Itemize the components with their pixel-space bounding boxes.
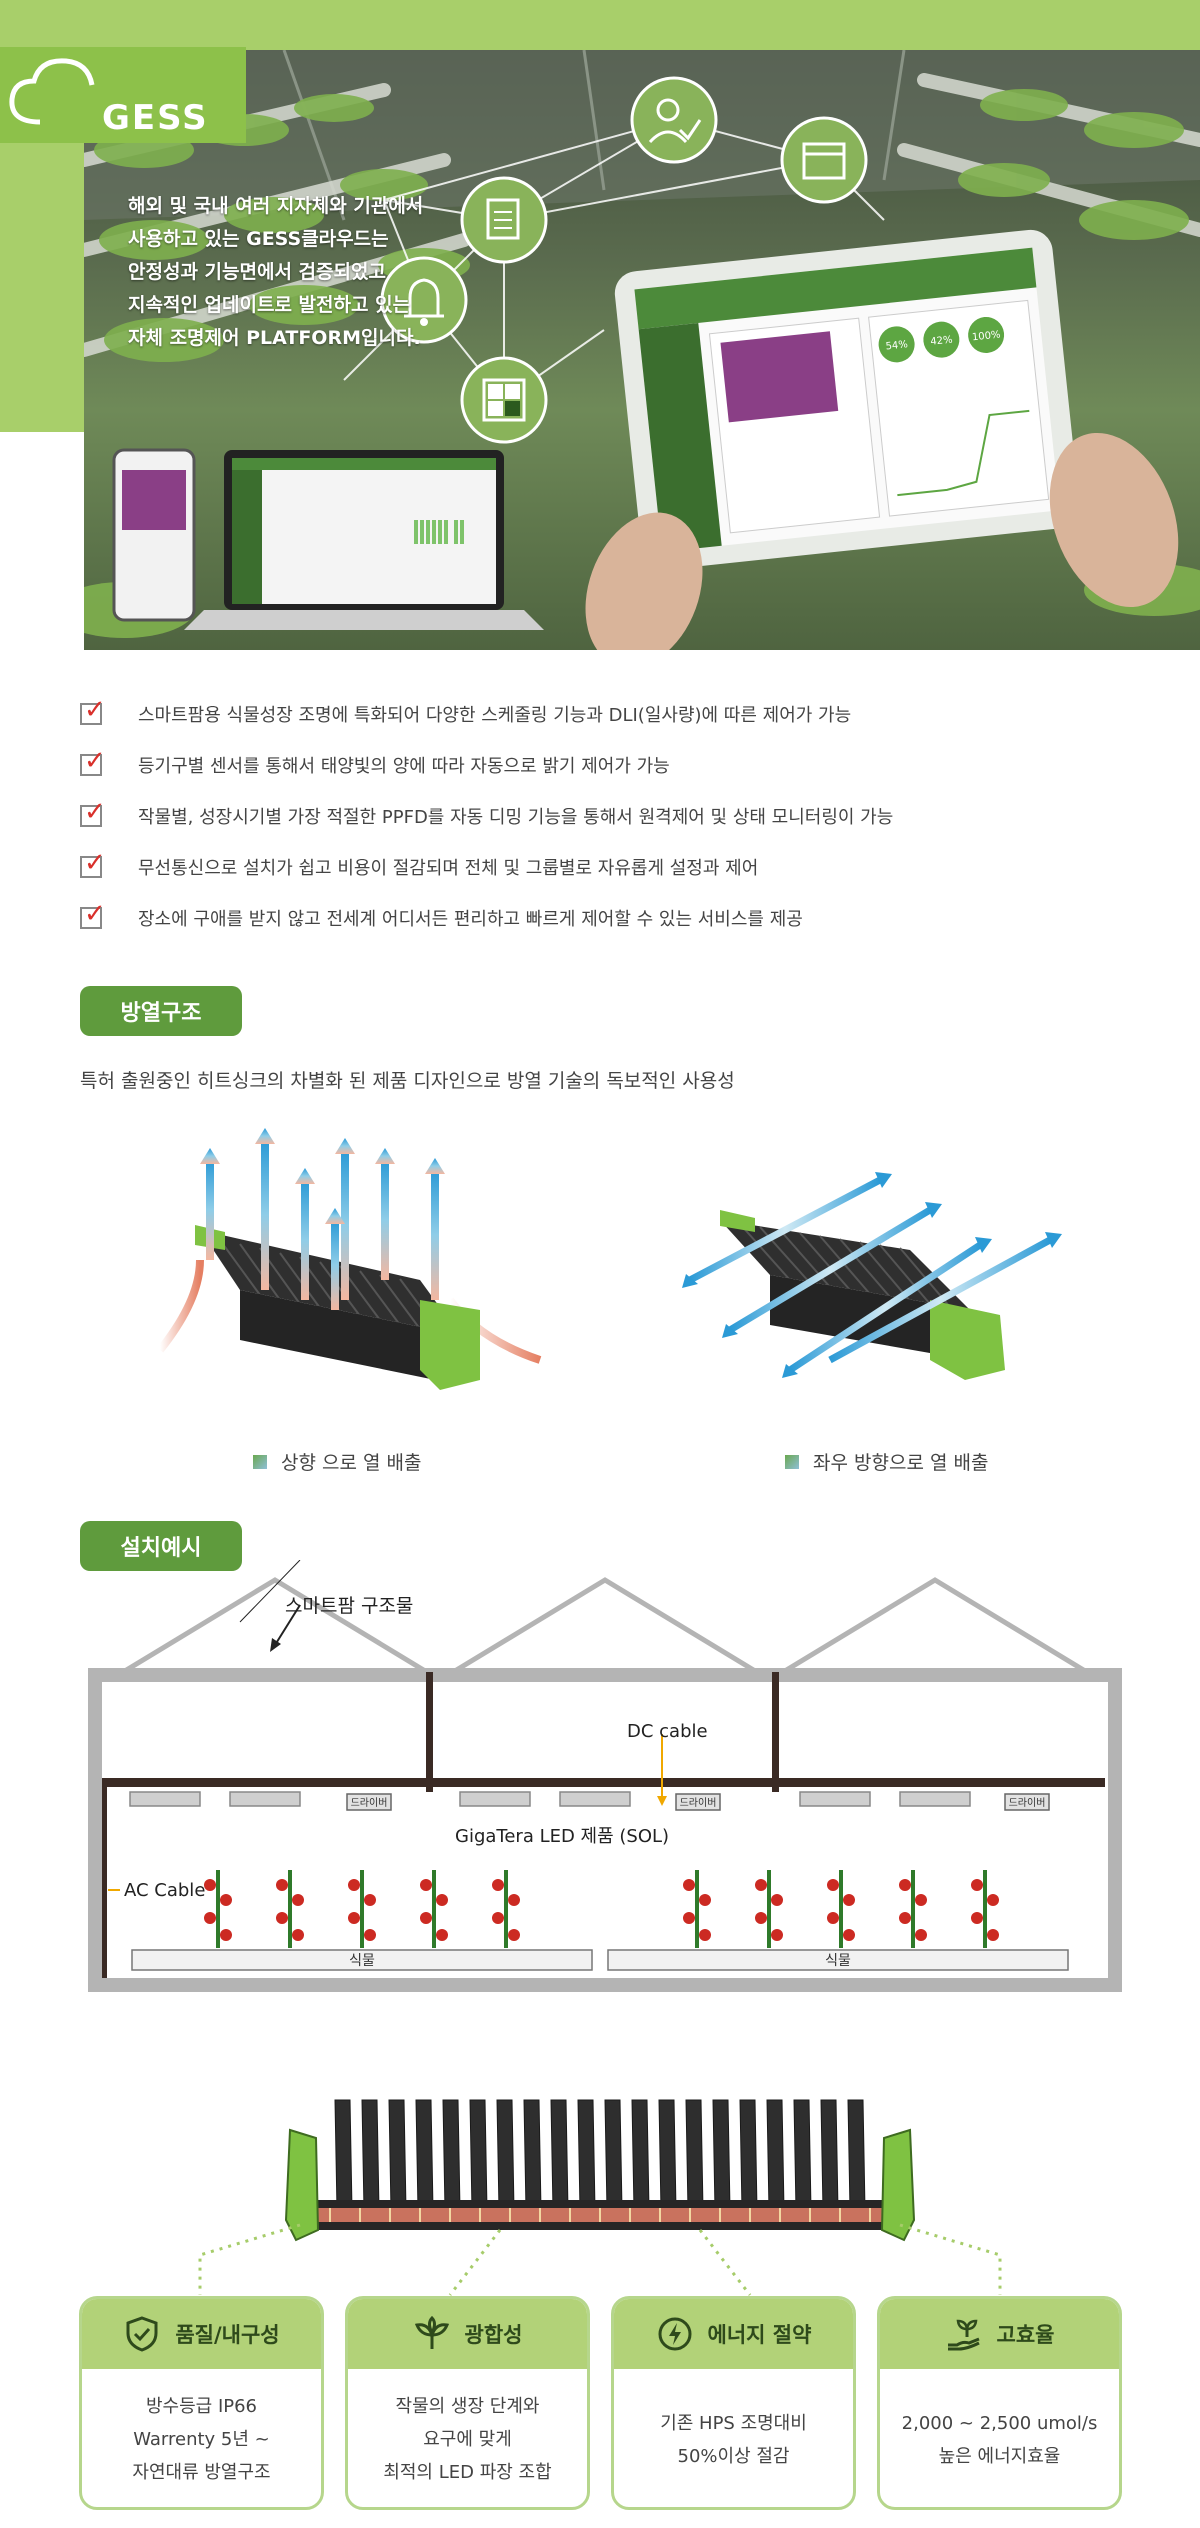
- card-body: 기존 HPS 조명대비 50%이상 절감: [614, 2369, 853, 2507]
- dc-cable-label: DC cable: [627, 1721, 708, 1742]
- card-line: 방수등급 IP66: [145, 2396, 258, 2417]
- plant-icons: [204, 1870, 999, 1948]
- list-item: ✓ 장소에 구애를 받지 않고 전세계 어디서든 편리하고 빠르게 제어할 수 …: [80, 892, 1120, 943]
- feature-card-quality: 품질/내구성 방수등급 IP66 Warrenty 5년 ~ 자연대류 방열구조: [79, 2296, 324, 2510]
- feature-checklist: ✓ 스마트팜용 식물성장 조명에 특화되어 다양한 스케줄링 기능과 DLI(일…: [80, 688, 1120, 943]
- card-body: 방수등급 IP66 Warrenty 5년 ~ 자연대류 방열구조: [82, 2369, 321, 2507]
- checkbox-icon: ✓: [80, 799, 106, 827]
- heat-side-illustration: [682, 1172, 1062, 1380]
- gauge-3-value: 100%: [971, 329, 1001, 343]
- feature-card-efficiency: 고효율 2,000 ~ 2,500 umol/s 높은 에너지효율: [877, 2296, 1122, 2510]
- card-title: 광합성: [464, 2323, 523, 2347]
- card-title: 에너지 절약: [707, 2323, 812, 2347]
- greenhouse-illustration: 54% 42% 100%: [84, 50, 1200, 650]
- bolt-icon: [658, 2317, 692, 2351]
- feature-card-photosynthesis: 광합성 작물의 생장 단계와 요구에 맞게 최적의 LED 파장 조합: [345, 2296, 590, 2510]
- list-item-text: 스마트팜용 식물성장 조명에 특화되어 다양한 스케줄링 기능과 DLI(일사량…: [138, 704, 852, 726]
- legend-square-icon: [253, 1454, 267, 1469]
- caption-heat-up: 상향 으로 열 배출: [253, 1448, 421, 1475]
- caption-text: 좌우 방향으로 열 배출: [813, 1452, 989, 1474]
- section-label-install: 설치예시: [80, 1521, 242, 1571]
- feature-card-energy: 에너지 절약 기존 HPS 조명대비 50%이상 절감: [611, 2296, 856, 2510]
- card-body: 2,000 ~ 2,500 umol/s 높은 에너지효율: [880, 2369, 1119, 2507]
- card-line: 2,000 ~ 2,500 umol/s: [901, 2412, 1098, 2434]
- card-title: 고효율: [996, 2323, 1055, 2347]
- plant-bed-label: 식물: [349, 1953, 375, 1969]
- checkbox-icon: ✓: [80, 901, 106, 929]
- card-header: 고효율: [880, 2299, 1119, 2369]
- card-header: 품질/내구성: [82, 2299, 321, 2369]
- leaf-icon: [414, 2315, 449, 2349]
- led-product-illustration: [198, 2099, 1002, 2296]
- legend-square-icon: [785, 1454, 799, 1469]
- card-line: 50%이상 절감: [677, 2445, 790, 2467]
- heat-lead-text: 특허 출원중인 히트싱크의 차별화 된 제품 디자인으로 방열 기술의 독보적인…: [80, 1070, 735, 1092]
- section-label-heat: 방열구조: [80, 986, 242, 1036]
- hero-line: 자체 조명제어 PLATFORM입니다.: [128, 327, 421, 349]
- hero-line: 안정성과 기능면에서 검증되었고: [128, 261, 386, 283]
- gauge-1-value: 54%: [885, 339, 908, 352]
- structure-label: 스마트팜 구조물: [285, 1595, 413, 1617]
- shield-check-icon: [126, 2316, 158, 2352]
- list-item: ✓ 무선통신으로 설치가 쉽고 비용이 절감되며 전체 및 그룹별로 자유롭게 …: [80, 841, 1120, 892]
- plant-bed-label: 식물: [825, 1953, 851, 1969]
- list-item-text: 등기구별 센서를 통해서 태양빛의 양에 따라 자동으로 밝기 제어가 가능: [138, 755, 670, 777]
- list-item: ✓ 작물별, 성장시기별 가장 적절한 PPFD를 자동 디밍 기능을 통해서 …: [80, 790, 1120, 841]
- card-line: 최적의 LED 파장 조합: [383, 2462, 552, 2483]
- list-item-text: 무선통신으로 설치가 쉽고 비용이 절감되며 전체 및 그룹별로 자유롭게 설정…: [138, 857, 759, 879]
- checkbox-icon: ✓: [80, 850, 106, 878]
- checkbox-icon: ✓: [80, 748, 106, 776]
- list-item-text: 장소에 구애를 받지 않고 전세계 어디서든 편리하고 빠르게 제어할 수 있는…: [138, 908, 803, 930]
- list-item-text: 작물별, 성장시기별 가장 적절한 PPFD를 자동 디밍 기능을 통해서 원격…: [138, 806, 894, 828]
- hand-plant-icon: [947, 2319, 980, 2351]
- card-line: 높은 에너지효율: [938, 2445, 1061, 2467]
- card-line: Warrenty 5년 ~: [133, 2429, 270, 2450]
- card-body: 작물의 생장 단계와 요구에 맞게 최적의 LED 파장 조합: [348, 2369, 587, 2507]
- card-header: 광합성: [348, 2299, 587, 2369]
- heat-up-illustration: [156, 1128, 542, 1390]
- led-product-label: GigaTera LED 제품 (SOL): [455, 1826, 669, 1847]
- ac-cable-label: AC Cable: [124, 1880, 205, 1901]
- card-line: 자연대류 방열구조: [132, 2462, 271, 2483]
- hero-line: 해외 및 국내 여러 지자체와 기관에서: [128, 195, 424, 217]
- driver-label: 드라이버: [680, 1797, 717, 1809]
- driver-label: 드라이버: [1009, 1797, 1046, 1809]
- install-diagram: 드라이버 드라이버 드라이버 스마트팜 구조물 DC cable GigaTer…: [88, 1560, 1122, 1992]
- card-header: 에너지 절약: [614, 2299, 853, 2369]
- gauge-2-value: 42%: [930, 335, 953, 348]
- logo-text: GESS: [102, 98, 209, 138]
- hero-banner: 54% 42% 100%: [0, 0, 1200, 650]
- card-line: 요구에 맞게: [423, 2429, 512, 2450]
- card-line: 작물의 생장 단계와: [395, 2396, 540, 2417]
- hero-greenhouse-photo: 54% 42% 100%: [84, 50, 1200, 650]
- list-item: ✓ 등기구별 센서를 통해서 태양빛의 양에 따라 자동으로 밝기 제어가 가능: [80, 739, 1120, 790]
- list-item: ✓ 스마트팜용 식물성장 조명에 특화되어 다양한 스케줄링 기능과 DLI(일…: [80, 688, 1120, 739]
- network-node-icons: [380, 76, 868, 444]
- hero-description: 해외 및 국내 여러 지자체와 기관에서 사용하고 있는 GESS클라우드는 안…: [128, 190, 548, 355]
- phone-and-laptop: [112, 448, 544, 630]
- card-line: 기존 HPS 조명대비: [660, 2412, 807, 2434]
- tablet-device: 54% 42% 100%: [585, 229, 1179, 650]
- caption-heat-side: 좌우 방향으로 열 배출: [785, 1448, 988, 1475]
- caption-text: 상향 으로 열 배출: [281, 1452, 422, 1474]
- hero-line: 사용하고 있는 GESS클라우드는: [128, 228, 389, 250]
- driver-label: 드라이버: [351, 1797, 388, 1809]
- checkbox-icon: ✓: [80, 697, 106, 725]
- gess-logo: GESS: [0, 47, 246, 143]
- hero-line: 지속적인 업데이트로 발전하고 있는: [128, 294, 411, 316]
- card-title: 품질/내구성: [175, 2323, 280, 2347]
